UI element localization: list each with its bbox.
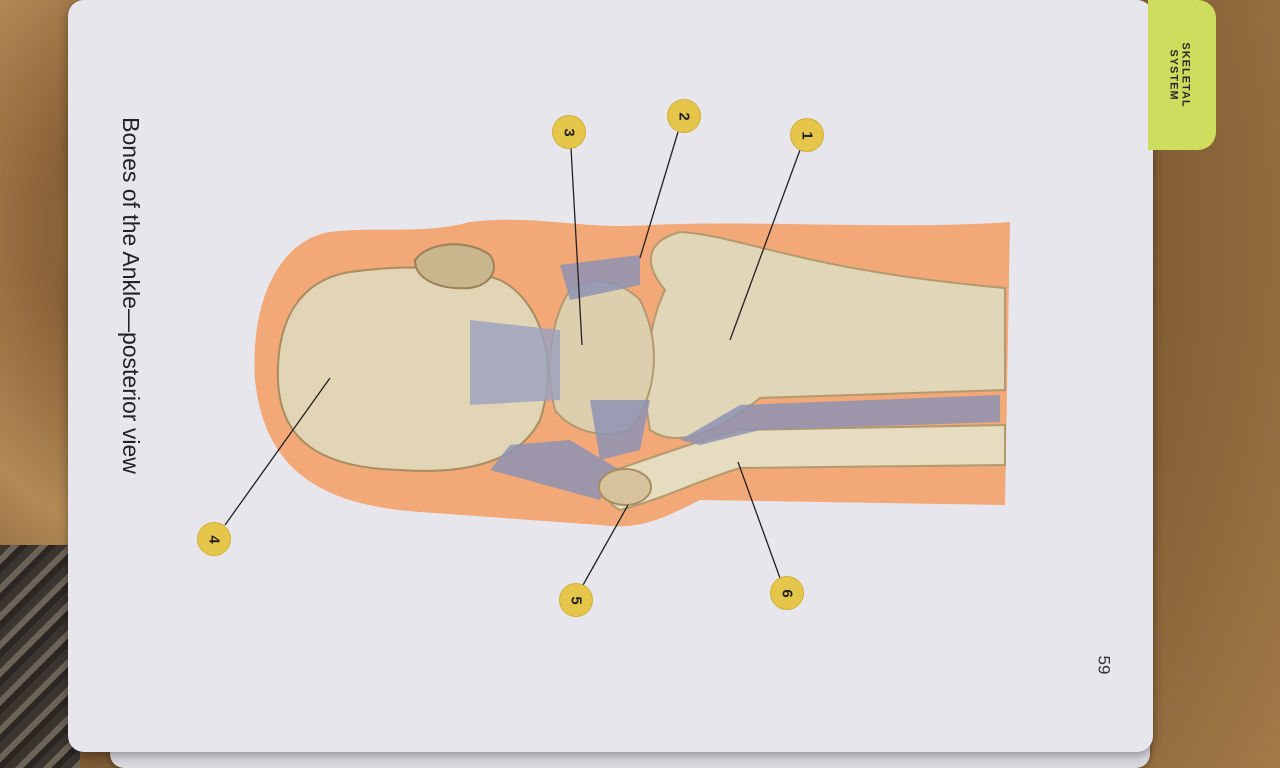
callout-3-number: 3 [560,127,578,137]
posterior-talofibular-ligament [490,440,620,500]
posterior-tibiofibular-ligament [590,400,650,460]
callout-6-number: 6 [778,588,796,598]
leader-line-5 [582,504,629,586]
callout-6: 6 [771,577,803,609]
callout-5-number: 5 [567,595,585,605]
calcaneofibular-ligament [470,320,560,405]
leader-line-3 [570,147,583,346]
tibiotalar-ligament [560,255,640,300]
callout-4: 4 [198,523,230,555]
callout-3: 3 [553,116,585,148]
callout-4-number: 4 [205,534,223,544]
sustentaculum [413,243,495,290]
lateral-malleolus [598,468,652,506]
callout-2-number: 2 [675,111,693,121]
callout-2: 2 [668,100,700,132]
leader-line-2 [639,131,679,259]
leader-line-6 [737,461,781,579]
leader-line-4 [224,377,331,526]
interosseous-ligament [680,395,1000,445]
callout-5: 5 [560,584,592,616]
section-tab [1148,0,1216,150]
callout-1: 1 [791,119,823,151]
leader-line-1 [729,149,801,341]
callout-1-number: 1 [798,130,816,140]
striped-cloth [0,545,80,768]
